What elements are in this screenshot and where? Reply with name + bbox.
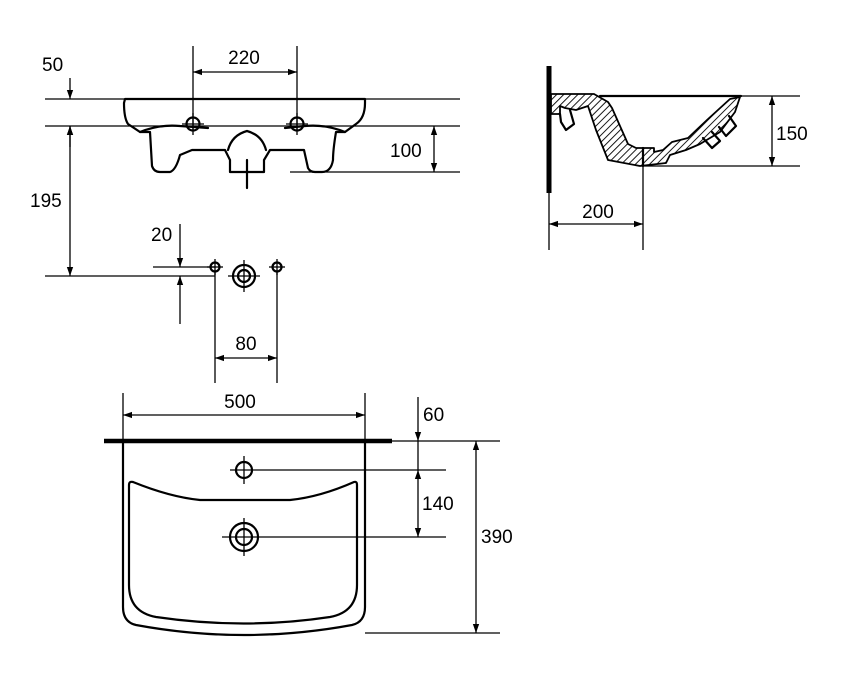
dim-plan-rim: 60 xyxy=(423,405,444,426)
front-basin-outline xyxy=(122,97,367,174)
dim-pipe-spacing: 80 xyxy=(235,334,256,355)
dim-plan-tap-to-drain: 140 xyxy=(422,494,454,515)
dim-plan-depth: 390 xyxy=(481,527,513,548)
dim-tap-spacing: 220 xyxy=(228,48,260,69)
dim-drain-height: 195 xyxy=(30,191,62,212)
dim-plan-width: 500 xyxy=(224,392,256,413)
dim-side-depth: 150 xyxy=(776,124,808,145)
dim-side-reach: 200 xyxy=(582,202,614,223)
plan-view: 500 60 140 390 xyxy=(104,392,513,637)
side-view: 150 200 xyxy=(546,66,808,250)
plan-basin-outline xyxy=(121,439,367,637)
dim-pipe-offset: 20 xyxy=(151,225,172,246)
dim-basin-height: 100 xyxy=(390,141,422,162)
dim-top-offset: 50 xyxy=(42,55,63,76)
side-basin-section xyxy=(550,93,741,167)
front-view: 220 50 195 100 20 80 xyxy=(30,46,460,383)
